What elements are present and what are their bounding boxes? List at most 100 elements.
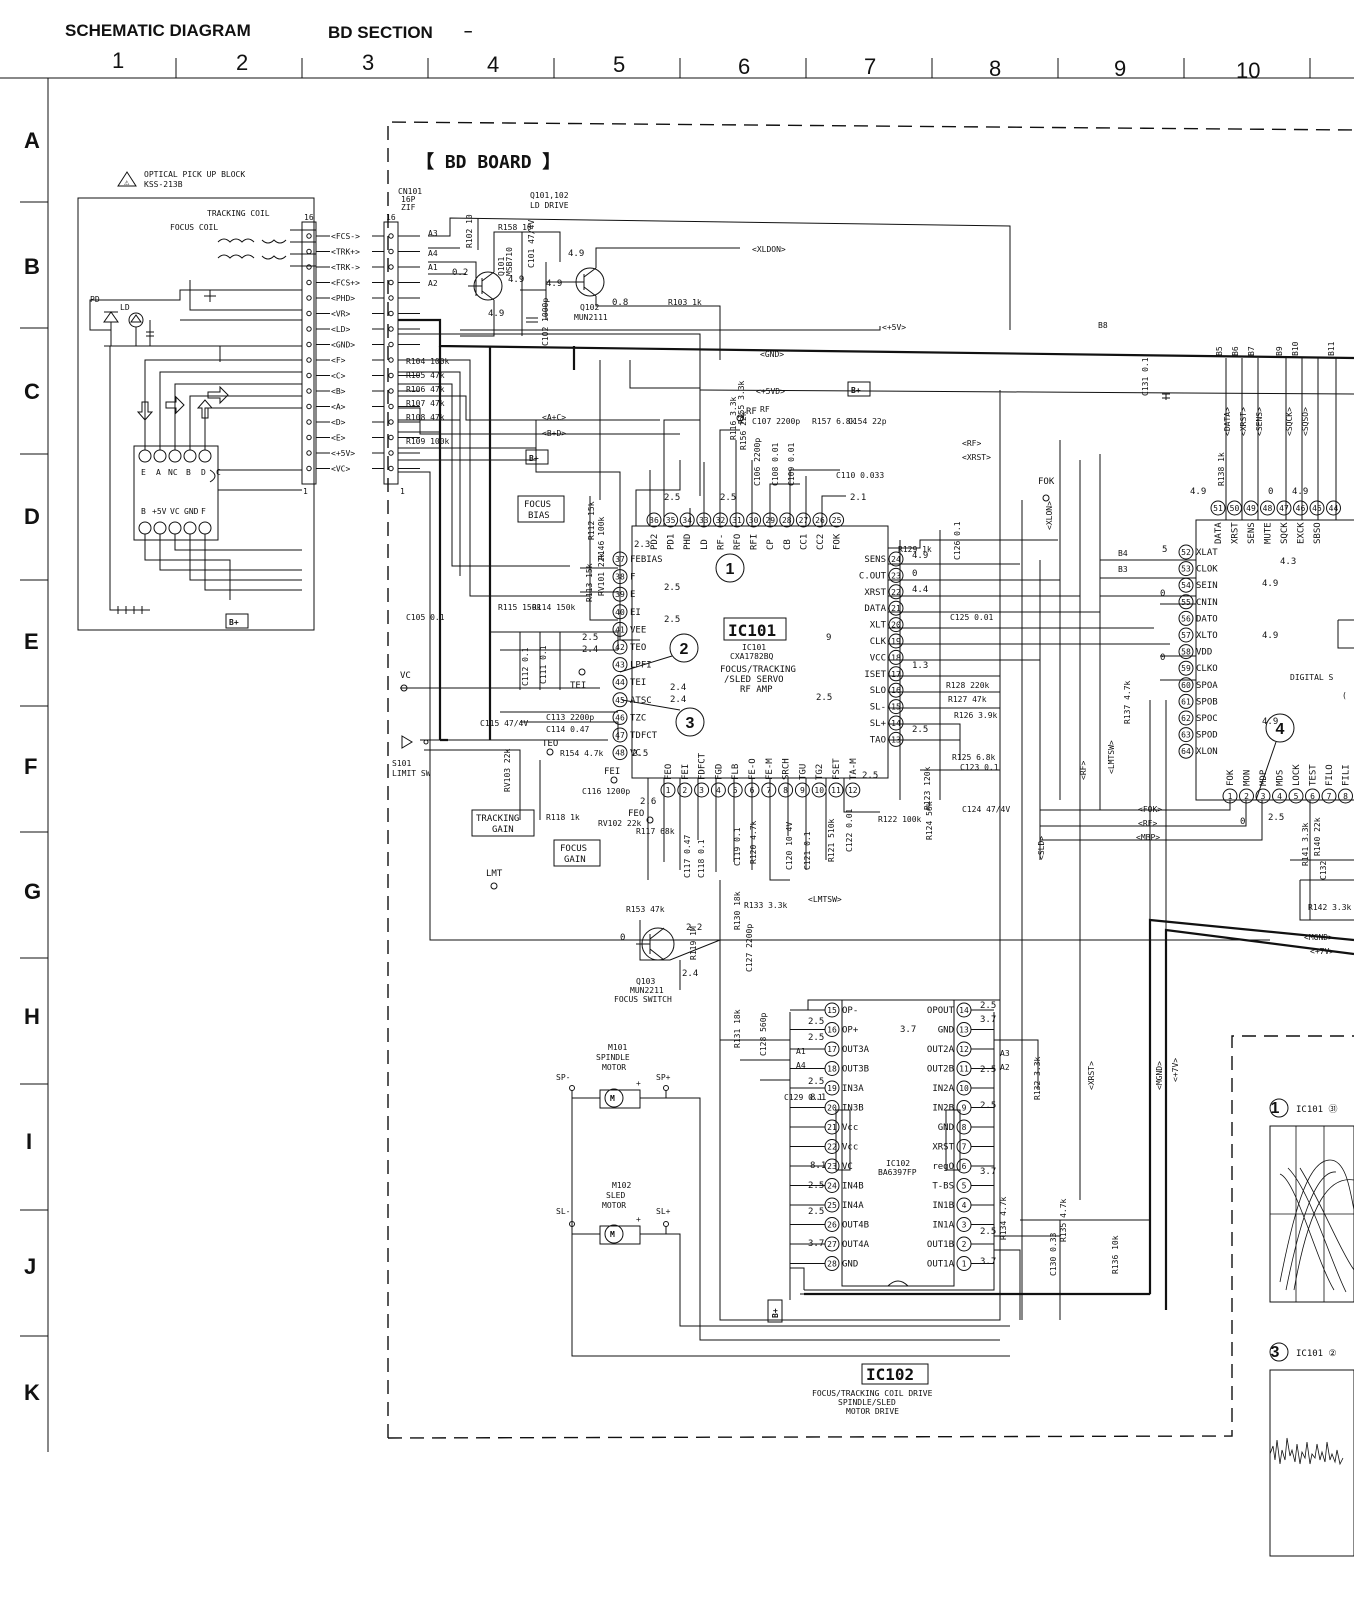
ic103-pin-number: 49 bbox=[1246, 504, 1256, 513]
ic103-pin-number: 5 bbox=[1294, 792, 1299, 801]
r105: R105 47k bbox=[406, 371, 445, 380]
component-label: R123 120k bbox=[923, 766, 932, 810]
bplus-box-2: B+ bbox=[529, 454, 539, 463]
pd-pin-f: F bbox=[201, 507, 206, 516]
ic103-pin-label: EXCK bbox=[1297, 522, 1307, 544]
r108: R108 47k bbox=[406, 413, 445, 422]
ic102-pin-number: 14 bbox=[959, 1006, 969, 1015]
ic101-v-data: 9 bbox=[826, 633, 831, 643]
ic101-v-top2: 2.5 bbox=[720, 493, 736, 503]
conn-pin-right bbox=[388, 450, 394, 456]
ic101-pin bbox=[888, 731, 904, 747]
ic101-pin-number: 39 bbox=[615, 590, 625, 599]
ic102-wiring bbox=[720, 999, 1060, 1320]
ic102-pin-label: IN4A bbox=[842, 1201, 864, 1211]
grid-row-f: F bbox=[24, 754, 37, 779]
ic101-pin-label: TZC bbox=[630, 713, 646, 723]
ic101-pin bbox=[888, 666, 904, 682]
ic102-pin-number: 1 bbox=[962, 1260, 967, 1269]
ic103-pin-label: XLAT bbox=[1196, 548, 1218, 558]
component-label: R141 3.3k bbox=[1301, 822, 1310, 866]
m102-l2: MOTOR bbox=[602, 1201, 626, 1210]
ic102-pin-label: OUT2B bbox=[927, 1065, 954, 1075]
tp-rf: RF bbox=[746, 407, 757, 417]
ic102-net-a1: A1 bbox=[796, 1047, 806, 1056]
conn-pin-right bbox=[388, 341, 394, 348]
ld-drive-title: Q101,102 bbox=[530, 191, 569, 200]
pd-pin-b2: B bbox=[141, 507, 146, 516]
ic101-v-12: 2.5 bbox=[862, 771, 878, 781]
ic101-v-24: 4.9 bbox=[912, 551, 928, 561]
ic102-pin-label: OUT2A bbox=[927, 1045, 955, 1055]
net-sld: <SLD> bbox=[1037, 836, 1046, 860]
tp-feo: FEO bbox=[628, 809, 644, 819]
ic103-bus-label: B11 bbox=[1327, 341, 1336, 356]
component-label: R127 47k bbox=[948, 695, 987, 704]
ic101-pin-label: CC1 bbox=[799, 534, 809, 550]
component-label: C113 2200p bbox=[546, 713, 594, 722]
test-points bbox=[400, 414, 1050, 890]
component-label: R129 1k bbox=[898, 545, 932, 554]
ic103-pin-number: 48 bbox=[1263, 504, 1273, 513]
component-label: R153 47k bbox=[626, 905, 665, 914]
ic101-pin bbox=[888, 600, 904, 616]
component-label: R128 220k bbox=[946, 681, 990, 690]
tp-tei: TEI bbox=[570, 681, 586, 691]
ic101-pin-label: SENS bbox=[864, 555, 886, 565]
component-label: C130 0.33 bbox=[1049, 1232, 1058, 1276]
component-label: C116 1200p bbox=[582, 787, 630, 796]
grid-row-a: A bbox=[24, 128, 40, 153]
ic101-pin-label: SL- bbox=[870, 703, 886, 713]
component-label: C132 bbox=[1319, 861, 1328, 880]
ic103-pin-label: XLON bbox=[1196, 747, 1218, 757]
ic101-pin-number: 34 bbox=[682, 516, 692, 525]
q103-v22: 2.2 bbox=[686, 923, 702, 933]
m102-l1: SLED bbox=[606, 1191, 625, 1200]
component-label: C154 22p bbox=[848, 417, 887, 426]
ic101-name: IC101 bbox=[728, 621, 776, 640]
ic101-pin bbox=[612, 674, 628, 690]
marker-4: 4 bbox=[1276, 721, 1285, 738]
focus-coil-label: FOCUS COIL bbox=[170, 223, 218, 232]
ic101-pin-label: TG2 bbox=[815, 764, 825, 780]
ic101-pin bbox=[888, 682, 904, 698]
conn-signal-label: <C> bbox=[331, 372, 346, 381]
ic101-pin-label: ISET bbox=[864, 670, 886, 680]
grid-row-k: K bbox=[24, 1380, 40, 1405]
ic103-v4: 4.9 bbox=[1262, 631, 1278, 641]
ic101-pin bbox=[795, 512, 811, 528]
ic101-pin bbox=[612, 604, 628, 620]
conn-pin-right bbox=[388, 434, 394, 441]
ic101-pin-label: VEE bbox=[630, 625, 646, 635]
ic103-pin bbox=[1272, 788, 1287, 804]
ic101-pin bbox=[679, 512, 695, 528]
conn-pin-left bbox=[306, 295, 312, 301]
ic101-pin-number: 3 bbox=[699, 786, 704, 795]
ic101-pin-number: 20 bbox=[891, 621, 901, 630]
bd-board-outline bbox=[387, 121, 1354, 1439]
focus-gain-l2: GAIN bbox=[564, 855, 586, 865]
ic103-desc: DIGITAL S bbox=[1290, 673, 1334, 682]
ic102-voltage: 2.5 bbox=[808, 1077, 824, 1087]
ic103-signal-label: <SENS> bbox=[1255, 407, 1264, 436]
m102-m: M bbox=[610, 1230, 615, 1239]
net-a1: A1 bbox=[428, 263, 438, 272]
component-label: R142 3.3k bbox=[1308, 903, 1352, 912]
sled-motor bbox=[569, 1221, 1010, 1327]
ic101-pin-number: 45 bbox=[615, 696, 625, 705]
pd-pin-b: B bbox=[186, 468, 191, 477]
ic101-pin-number: 7 bbox=[766, 786, 771, 795]
grid-row-i: I bbox=[26, 1129, 32, 1154]
m101-l1: SPINDLE bbox=[596, 1053, 630, 1062]
ic101-pin-label: CB bbox=[783, 539, 793, 550]
component-label: R130 18k bbox=[733, 891, 742, 930]
limit-sw-label: LIMIT SW bbox=[392, 769, 431, 778]
component-label: R157 6.8k bbox=[812, 417, 856, 426]
ic103-pin-number: 54 bbox=[1181, 581, 1191, 590]
q103-transistor bbox=[636, 927, 675, 961]
q102: Q102 bbox=[580, 303, 599, 312]
ic103-pin-label: VDD bbox=[1196, 648, 1212, 658]
ic101-desc2: /SLED SERVO bbox=[724, 675, 784, 685]
ic103-v5: 4.9 bbox=[1262, 717, 1278, 727]
